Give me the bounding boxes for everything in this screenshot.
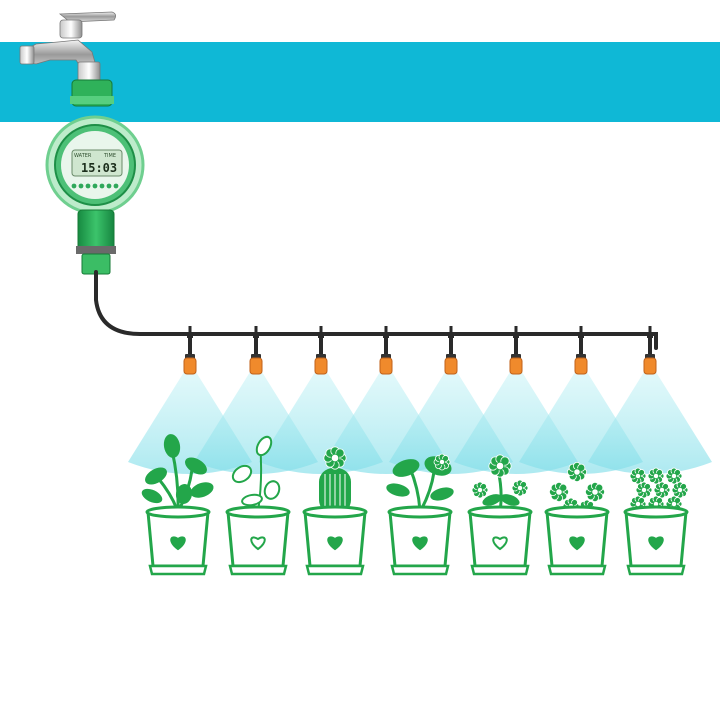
potted-plant (625, 468, 688, 574)
dense-flower-bush-icon (630, 468, 688, 512)
faucet-icon (20, 12, 116, 82)
cactus-icon (319, 447, 351, 514)
water-timer-controller: WATER TIME 15:03 (47, 80, 143, 274)
water-spray-group (128, 372, 712, 474)
drip-pipe (96, 272, 656, 348)
potted-plant (546, 462, 608, 574)
lcd-label-right: TIME (103, 153, 116, 159)
lcd-time-readout: 15:03 (81, 161, 117, 175)
lcd-label-left: WATER (74, 153, 92, 159)
